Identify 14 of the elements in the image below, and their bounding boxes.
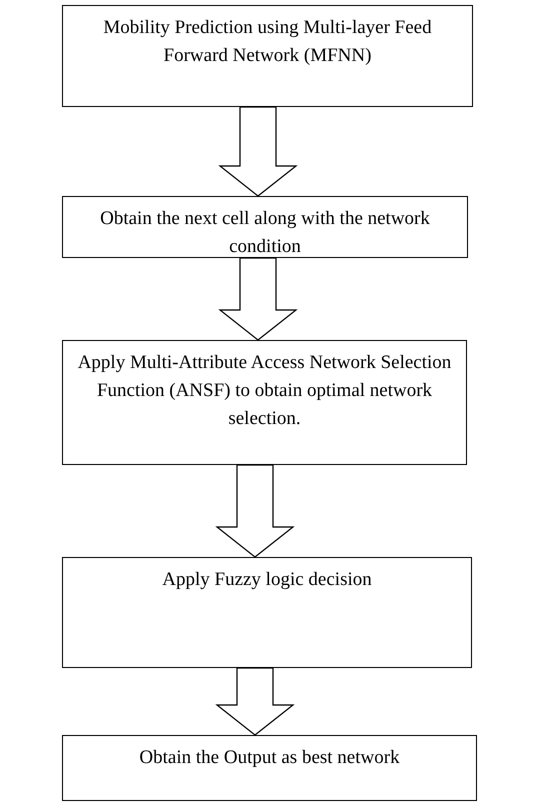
box-text: Apply Fuzzy logic decision [162,568,372,592]
block-arrow [215,464,295,558]
process-box [62,735,477,801]
box-text: Apply Multi-Attribute Access Network Selection Function (ANSF) to obtain optimal network selection. [76,351,452,431]
box-text: Obtain the next cell along with the network condition [99,207,431,259]
process-box [62,557,472,668]
process-box [62,340,467,465]
box-text: Mobility Prediction using Multi-layer Feed Forward Network (MFNN) [102,16,433,68]
block-arrow [215,667,295,736]
process-box [62,5,473,107]
box-text: Obtain the Output as best network [139,746,400,770]
block-arrow [218,257,298,341]
process-box [62,196,468,258]
block-arrow [218,106,298,197]
